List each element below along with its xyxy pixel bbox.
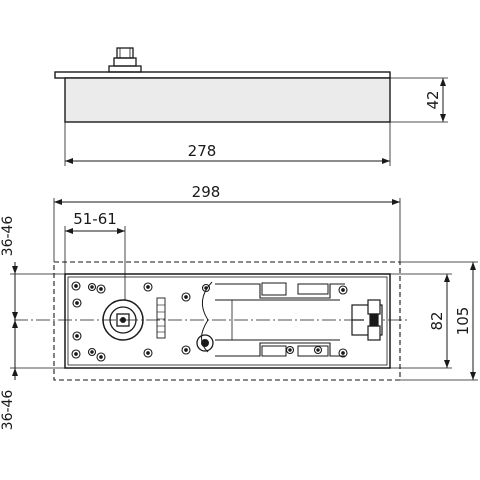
dim-length-total: 298 (53, 183, 401, 262)
dim-adjust-bottom: 36-46 (0, 320, 65, 430)
screws (71, 281, 348, 362)
side-view-cover-plate (54, 71, 391, 79)
spindle-top (102, 299, 144, 341)
dim-width-total-label: 105 (454, 307, 472, 336)
dim-length-total-label: 298 (192, 183, 221, 201)
dim-width-body: 82 (390, 273, 452, 369)
dim-length-body: 278 (64, 122, 391, 166)
top-view: 298 51-61 (0, 183, 478, 430)
top-view-body (64, 273, 391, 369)
mechanism-plate (67, 276, 388, 366)
dim-width-total: 105 (400, 261, 478, 381)
dim-length-body-label: 278 (188, 142, 217, 160)
end-adjuster (351, 299, 383, 341)
dim-spindle-offset-label: 51-61 (73, 210, 117, 228)
dim-height-side: 42 (390, 77, 448, 123)
side-view-body (64, 77, 391, 123)
label-strip (156, 297, 166, 339)
cover-outline-dashed (53, 261, 401, 381)
dim-width-body-label: 82 (428, 311, 446, 330)
dim-spindle-offset: 51-61 (64, 210, 126, 274)
dim-adjust-top: 36-46 (0, 216, 65, 320)
dim-adjust-bottom-label: 36-46 (0, 390, 16, 431)
hydraulic-channels (201, 281, 345, 357)
side-view: 42 278 (54, 47, 448, 166)
spindle (108, 47, 142, 73)
dim-height-side-label: 42 (424, 90, 442, 109)
dim-adjust-top-label: 36-46 (0, 216, 16, 257)
